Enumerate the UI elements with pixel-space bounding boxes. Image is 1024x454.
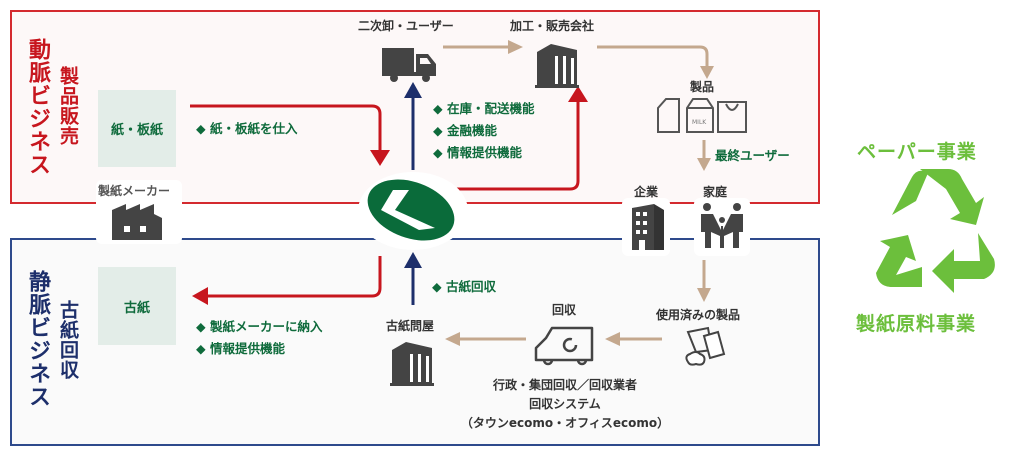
processor-to-products-arrow [597,45,709,68]
collection-label: 回収 [552,303,577,317]
building-icon [535,44,579,88]
service-item: ◆ 金融機能 [433,123,497,138]
products-to-enduser-arrowhead [697,158,711,171]
household-label: 家庭 [703,185,728,199]
processor-arrowhead [568,86,588,102]
svg-text:MILK: MILK [692,119,707,126]
warehouse-building-icon [390,342,434,386]
used-paper-icon [685,326,726,366]
waste-collection-arrowhead [404,252,422,268]
venous-service-item: ◆ 情報提供機能 [196,341,285,356]
collection-van-icon [534,326,594,366]
used-products-label: 使用済みの製品 [656,308,741,322]
venous-business-title: 静脈ビジネス [25,270,50,408]
papermaking-material-business-title: 製紙原料事業 [856,313,977,335]
processor-label: 加工・販売会社 [510,19,595,33]
collection-description: 行政・集団回収／回収業者 回収システム （タウンecomo・オフィスecomo） [460,378,670,430]
collection-to-wholesaler-arrowhead [445,332,460,346]
household-to-used-arrowhead [697,288,711,302]
arterial-business-title: 動脈ビジネス [25,38,50,176]
product-sales-subtitle: 製品販売 [57,66,79,146]
factory-icon [112,204,162,240]
waste-paper-collection-subtitle: 古紙回収 [57,300,79,380]
family-icon [701,203,743,248]
document-icon [657,98,680,133]
company-logo-icon [367,179,455,241]
venous-service-item: ◆ 製紙メーカーに納入 [196,319,323,334]
supply-arrowhead [404,82,422,98]
products-label: 製品 [690,80,715,94]
collection-note: ◆ 古紙回収 [432,279,496,294]
waste-wholesaler-label: 古紙問屋 [386,319,435,333]
paper-board-box: 紙・板紙 [98,90,176,167]
manufacturer-label: 製紙メーカー [98,184,171,198]
venous-service-list: ◆ 製紙メーカーに納入 ◆ 情報提供機能 [196,316,322,360]
processor-to-products-arrowhead [700,66,714,79]
delivery-arrowhead [192,287,208,305]
company-label: 企業 [634,185,659,199]
milk-carton-icon: MILK [686,98,714,133]
office-building-icon [632,204,664,250]
delivery-arrow [206,256,382,298]
purchase-note: ◆ 紙・板紙を仕入 [196,121,298,136]
processor-arrow [455,100,580,191]
paper-business-title: ペーパー事業 [857,141,977,163]
shopping-bag-icon [717,101,747,133]
purchase-arrow [190,104,382,150]
truck-icon [382,48,436,82]
purchase-arrowhead [370,150,390,166]
service-item: ◆ 在庫・配送機能 [433,101,535,116]
end-user-label: 最終ユーザー [715,148,790,163]
product-icons: MILK [657,98,747,133]
waste-paper-box: 古紙 [98,267,176,345]
used-to-collection-arrowhead [605,332,620,346]
recycle-icon [876,169,995,293]
service-item: ◆ 情報提供機能 [433,145,522,160]
wholesaler-label: 二次卸・ユーザー [358,19,454,33]
service-list: ◆ 在庫・配送機能 ◆ 金融機能 ◆ 情報提供機能 [433,98,534,164]
wholesaler-to-processor-arrowhead [508,40,523,54]
